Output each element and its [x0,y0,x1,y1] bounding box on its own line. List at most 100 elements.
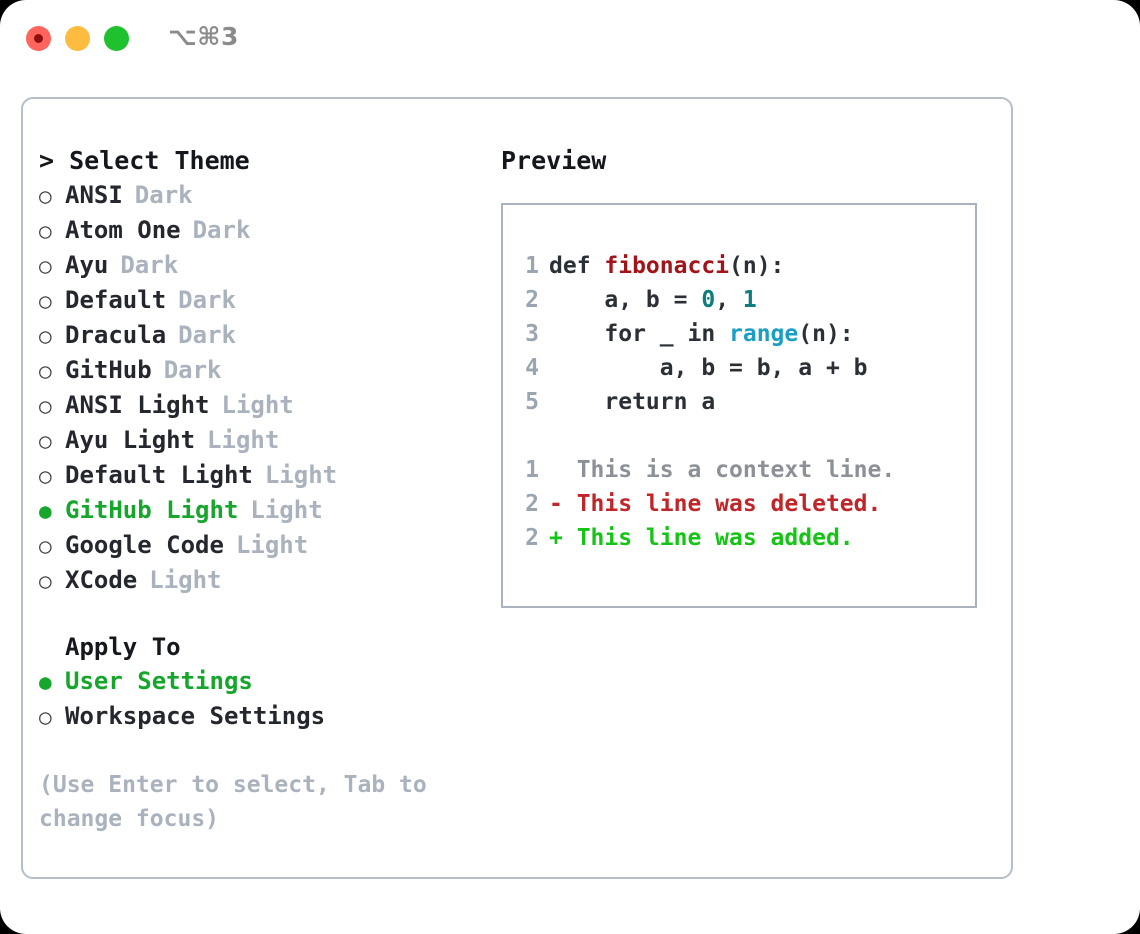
code-token-plain: return a [549,389,716,415]
code-token-call: range [729,321,799,347]
theme-option-name: XCode [65,566,138,594]
theme-option-variant: Light [207,426,280,454]
code-line-content: for _ in range(n): [549,317,854,351]
apply-to-option-user-settings[interactable]: ● User Settings [39,664,469,699]
apply-to-section: Apply To ● User Settings ○ Workspace Settin… [39,630,469,734]
code-line-number: 4 [525,355,539,381]
window-controls [26,26,129,51]
theme-option-ayu-light[interactable]: ○ Ayu Light Light [39,423,469,458]
code-token-plain: for _ in [549,321,730,347]
radio-unselected-icon: ○ [39,464,52,488]
code-token-plain: def [549,253,605,279]
code-line: 3 for _ in range(n): [503,317,975,351]
code-token-plain: (n): [729,253,785,279]
keyboard-shortcut-label: ⌥⌘3 [168,22,239,51]
radio-unselected-icon: ○ [39,359,52,383]
code-line-content: a, b = 0, 1 [549,283,756,317]
code-line: 1 def fibonacci(n): [503,249,975,283]
theme-option-variant: Dark [178,286,236,314]
theme-option-atom-one[interactable]: ○ Atom One Dark [39,213,469,248]
theme-option-variant: Light [149,566,222,594]
code-token-plain: , [715,287,743,313]
code-line-number: 3 [525,321,539,347]
diff-line-add: 2 + This line was added. [503,521,975,555]
apply-to-title: Apply To [65,633,181,661]
theme-option-variant: Light [264,461,338,489]
theme-option-variant: Light [250,496,323,524]
code-line-number: 2 [525,287,539,313]
diff-line-text: - This line was deleted. [549,491,882,517]
code-token-plain: (n): [798,321,854,347]
title-bar: ⌥⌘3 [0,0,1140,78]
theme-option-xcode[interactable]: ○ XCode Light [39,563,469,598]
theme-option-name: GitHub Light [65,496,239,524]
theme-option-ansi-light[interactable]: ○ ANSI Light Light [39,388,469,423]
theme-option-name: Default [65,286,167,314]
apply-to-option-label: User Settings [65,667,253,695]
theme-option-github-light[interactable]: ● GitHub Light Light [39,493,469,528]
theme-option-default[interactable]: ○ Default Dark [39,283,469,318]
diff-line-number: 2 [525,525,539,551]
radio-selected-icon: ● [39,499,52,523]
code-token-num: 0 [701,287,716,313]
diff-line-number: 2 [525,491,539,517]
theme-option-name: Ayu Light [65,426,196,454]
keyboard-hint-text: (Use Enter to select, Tab to change focu… [39,772,427,832]
close-button-icon[interactable] [26,26,51,51]
code-token-plain: a, b = [549,287,702,313]
theme-option-name: Google Code [65,531,224,559]
radio-unselected-icon: ○ [39,569,52,593]
diff-line-text: This is a context line. [549,457,896,483]
radio-unselected-icon: ○ [39,429,52,453]
diff-line-ctx: 1 This is a context line. [503,453,975,487]
theme-option-variant: Dark [178,321,236,349]
theme-option-variant: Light [235,531,309,559]
theme-option-variant: Dark [163,356,222,384]
page-title: > Select Theme [39,146,250,175]
radio-unselected-icon: ○ [39,219,52,243]
theme-option-name: Dracula [65,321,167,349]
theme-option-dracula[interactable]: ○ Dracula Dark [39,318,469,353]
maximize-button-icon[interactable] [104,26,129,51]
radio-unselected-icon: ○ [39,705,52,729]
code-diff-spacer [503,419,975,453]
apply-to-option-label: Workspace Settings [65,702,326,730]
theme-option-name: ANSI Light [65,391,210,419]
radio-unselected-icon: ○ [39,254,52,278]
radio-unselected-icon: ○ [39,289,52,313]
code-line: 4 a, b = b, a + b [503,351,975,385]
theme-option-ansi[interactable]: ○ ANSI Dark [39,178,469,213]
code-token-fn: fibonacci [604,253,730,279]
theme-option-name: Ayu [65,251,109,279]
radio-unselected-icon: ○ [39,184,52,208]
radio-unselected-icon: ○ [39,324,52,348]
theme-option-variant: Dark [192,216,251,244]
theme-option-variant: Light [221,391,294,419]
minimize-button-icon[interactable] [65,26,90,51]
code-token-plain: a, b = b, a + b [549,355,868,381]
theme-option-google-code[interactable]: ○ Google Code Light [39,528,469,563]
apply-to-option-workspace-settings[interactable]: ○ Workspace Settings [39,699,469,734]
theme-option-github[interactable]: ○ GitHub Dark [39,353,469,388]
code-line-number: 1 [525,253,539,279]
theme-option-variant: Dark [134,181,193,209]
diff-sample: 1 This is a context line. 2 - This line wa… [503,453,975,555]
radio-selected-icon: ● [39,670,52,694]
diff-line-del: 2 - This line was deleted. [503,487,975,521]
radio-unselected-icon: ○ [39,534,52,558]
radio-unselected-icon: ○ [39,394,52,418]
theme-option-name: GitHub [65,356,152,384]
theme-option-name: ANSI [65,181,123,209]
code-line: 5 return a [503,385,975,419]
theme-option-name: Atom One [65,216,181,244]
apply-to-options[interactable]: ● User Settings ○ Workspace Settings [39,664,469,734]
diff-line-text: + This line was added. [549,525,854,551]
